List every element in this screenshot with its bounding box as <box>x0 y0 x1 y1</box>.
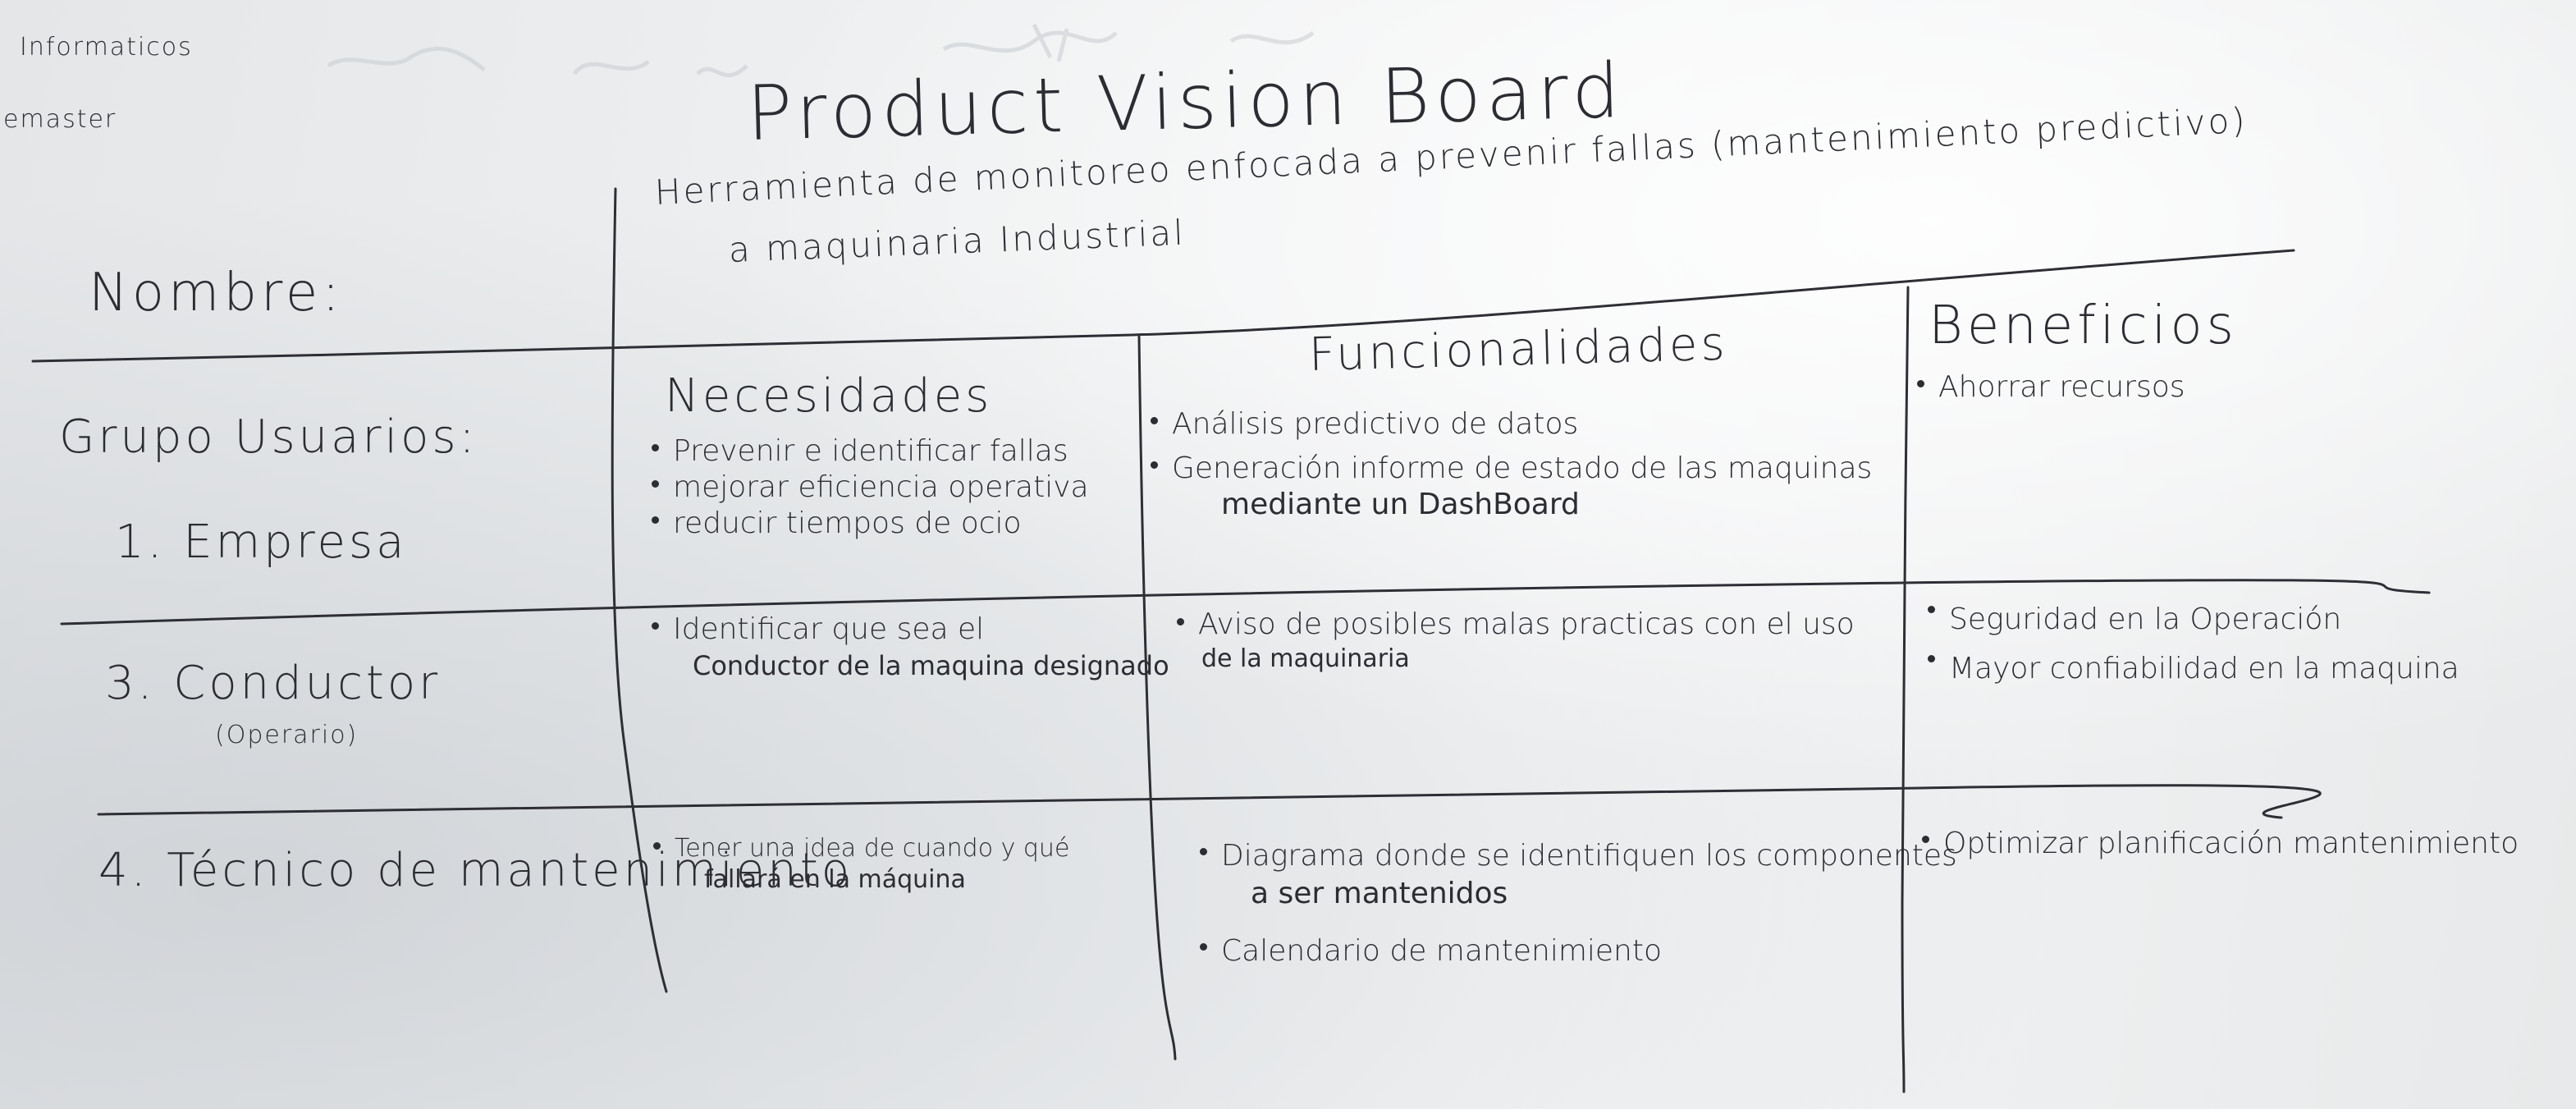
list-item: Diagrama donde se identifiquen los compo… <box>1200 837 1957 913</box>
user-group-empresa: 1. Empresa <box>115 516 408 569</box>
header-beneficios: Beneficios <box>1929 296 2238 356</box>
list-item: Identificar que sea el Conductor de la m… <box>652 612 1169 684</box>
list-item-text: mejorar eficiencia operativa <box>673 470 1089 504</box>
top-horizontal-line <box>31 249 2295 363</box>
header-funcionalidades: Funcionalidades <box>1308 317 1729 382</box>
features-tecnico-list: Diagrama donde se identifiquen los compo… <box>1200 837 1957 970</box>
list-item: Seguridad en la Operación <box>1928 595 2459 644</box>
list-item-text: Prevenir e identificar fallas <box>673 434 1068 468</box>
features-conductor-list: Aviso de posibles malas practicas con el… <box>1177 607 1855 676</box>
list-item: Tener una idea de cuando y qué fallará e… <box>653 833 1070 896</box>
list-item-text: Tener una idea de cuando y qué <box>675 834 1070 863</box>
column-divider-3 <box>1901 286 1910 1093</box>
list-item-text: Identificar que sea el <box>673 612 985 646</box>
column-divider-2 <box>1137 335 1177 1061</box>
list-item-text: reducir tiempos de ocio <box>673 506 1022 540</box>
list-item-text: Generación informe de estado de las maqu… <box>1172 451 1873 485</box>
list-item: Calendario de mantenimiento <box>1200 933 1957 970</box>
label-grupo-usuarios: Grupo Usuarios: <box>59 410 478 464</box>
list-item-text: Aviso de posibles malas practicas con el… <box>1198 607 1855 641</box>
list-item-text: Calendario de mantenimiento <box>1221 934 1662 968</box>
needs-conductor-list: Identificar que sea el Conductor de la m… <box>652 612 1169 684</box>
list-item-text: Optimizar planificación mantenimiento <box>1943 827 2519 860</box>
list-item-continuation: de la maquinaria <box>1201 644 1410 673</box>
list-item-continuation: mediante un DashBoard <box>1221 488 1580 521</box>
user-group-conductor-note: (Operario) <box>215 721 359 749</box>
list-item: Mayor confiabilidad en la maquina <box>1928 644 2459 694</box>
benefits-conductor-list: Seguridad en la Operación Mayor confiabi… <box>1928 595 2459 694</box>
list-item-continuation: fallará en la máquina <box>704 865 966 894</box>
user-group-conductor: 3. Conductor <box>105 657 442 710</box>
list-item-continuation: Conductor de la maquina designado <box>693 650 1169 681</box>
label-nombre: Nombre: <box>89 263 344 323</box>
needs-tecnico-list: Tener una idea de cuando y qué fallará e… <box>653 833 1070 896</box>
list-item: mejorar eficiencia operativa <box>652 470 1089 506</box>
list-item: Generación informe de estado de las maqu… <box>1151 451 1873 523</box>
benefits-empresa-list: Ahorrar recursos <box>1917 369 2185 406</box>
list-item: Optimizar planificación mantenimiento <box>1922 825 2519 863</box>
row-divider-1 <box>60 579 2431 626</box>
list-item: Análisis predictivo de datos <box>1151 406 1872 442</box>
list-item-text: Seguridad en la Operación <box>1949 603 2342 636</box>
list-item-text: Ahorrar recursos <box>1938 370 2185 404</box>
list-item-continuation: a ser mantenidos <box>1251 877 1508 910</box>
row-divider-2 <box>97 784 2322 819</box>
corner-note-informaticos: Informaticos <box>20 33 193 62</box>
list-item: Aviso de posibles malas practicas con el… <box>1177 607 1855 676</box>
user-group-tecnico: 4. Técnico de mantenimiento <box>98 844 853 897</box>
list-item: reducir tiempos de ocio <box>652 506 1089 542</box>
column-divider-1 <box>611 187 668 993</box>
list-item-text: Diagrama donde se identifiquen los compo… <box>1221 839 1957 873</box>
list-item-text: Mayor confiabilidad en la maquina <box>1949 652 2459 685</box>
needs-empresa-list: Prevenir e identificar fallas mejorar ef… <box>652 433 1089 542</box>
corner-note-emaster: emaster <box>3 105 117 134</box>
features-empresa-list: Análisis predictivo de datos Generación … <box>1151 406 1873 523</box>
list-item: Ahorrar recursos <box>1917 369 2185 406</box>
list-item-text: Análisis predictivo de datos <box>1172 407 1579 441</box>
header-necesidades: Necesidades <box>665 369 993 423</box>
benefits-tecnico-list: Optimizar planificación mantenimiento <box>1922 825 2519 863</box>
list-item: Prevenir e identificar fallas <box>652 433 1089 470</box>
